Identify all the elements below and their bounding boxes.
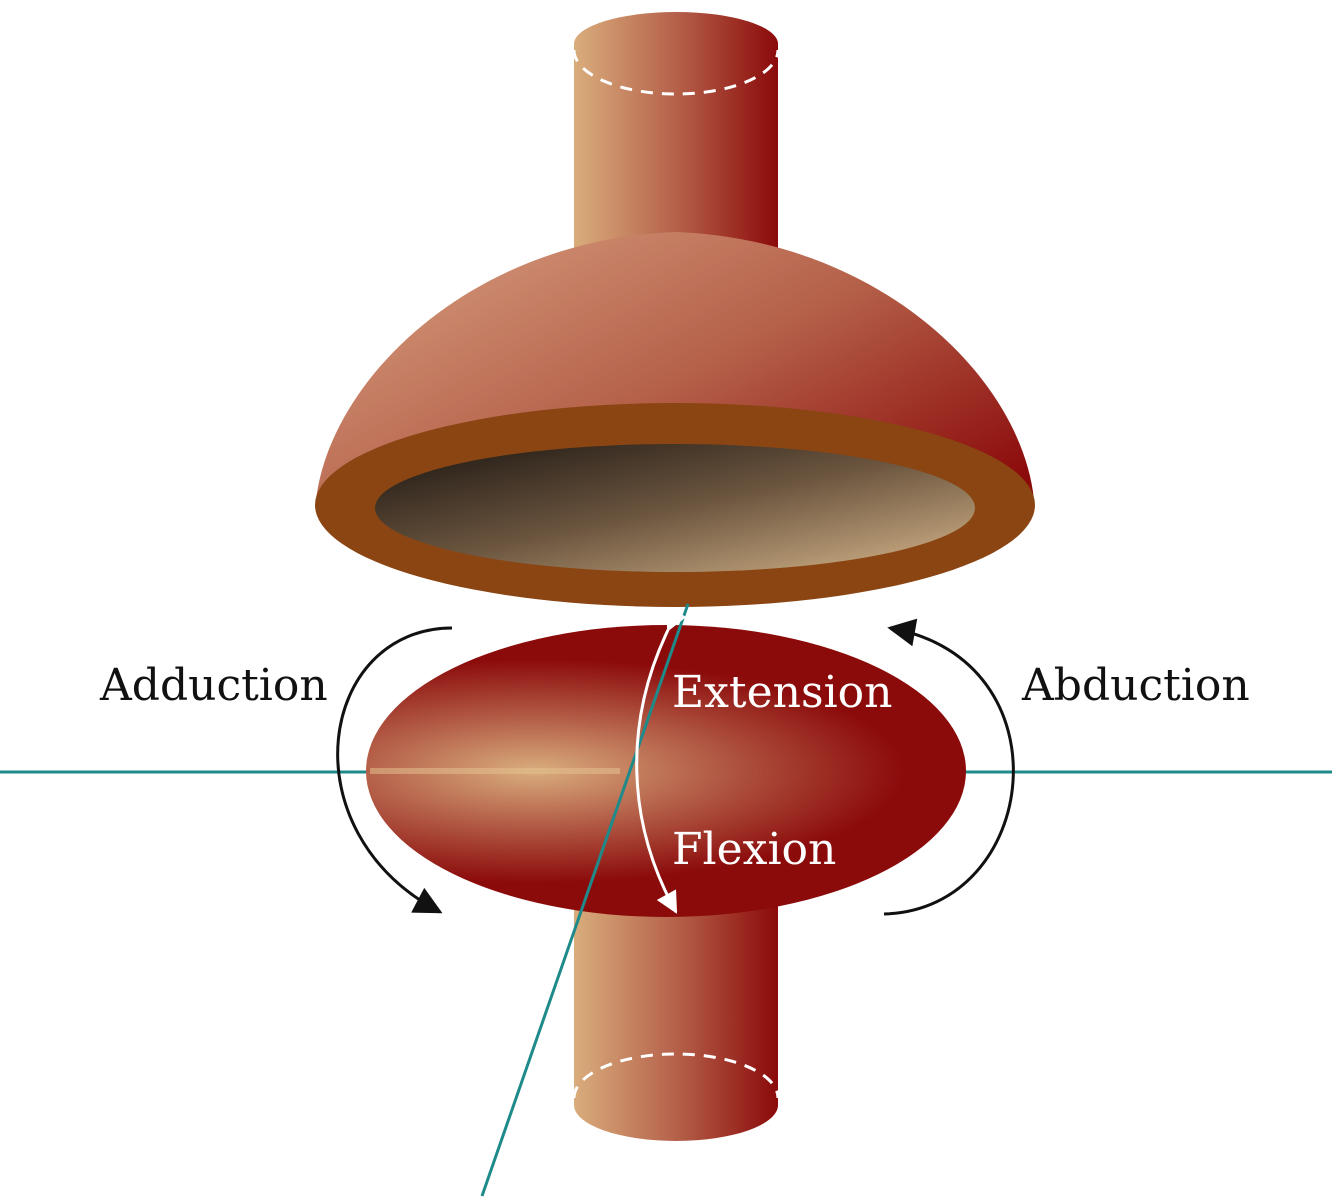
flexion-extension-arrow [635, 607, 687, 914]
oblique-axis-line [480, 603, 690, 1197]
adduction-label: Adduction [99, 660, 328, 711]
flexion-label: Flexion [672, 824, 836, 875]
socket-cavity [375, 444, 975, 572]
abduction-label: Abduction [1021, 660, 1250, 711]
socket-dome [315, 232, 1035, 607]
adduction-arrow [336, 626, 453, 914]
extension-label: Extension [672, 667, 892, 718]
upper-bone-shaft [572, 12, 780, 274]
abduction-arrow [883, 618, 1015, 916]
